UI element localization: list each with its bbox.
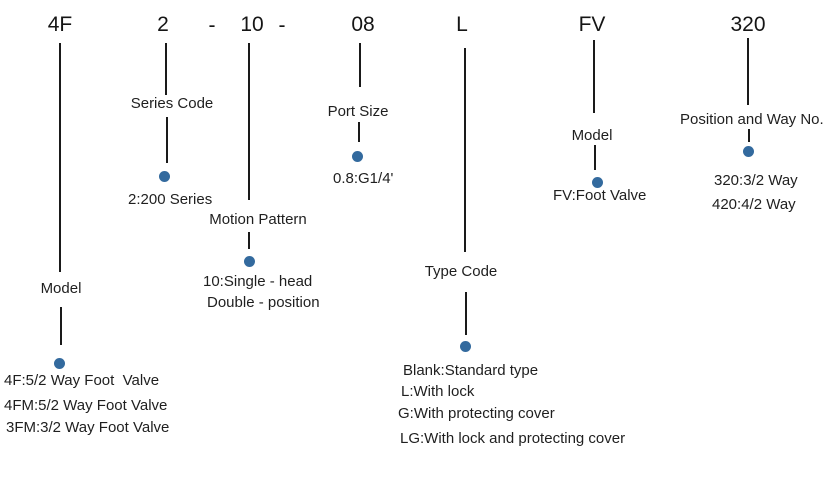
description-line: Blank:Standard type [403,362,539,379]
label-port-size: Port Size [327,103,389,120]
description-line: FV:Foot Valve [553,187,647,204]
code-2: 2 [157,13,169,36]
description-line: L:With lock [401,383,475,400]
connector-dot [460,341,471,352]
label-model-4f: Model [40,280,82,297]
description-line: 3FM:3/2 Way Foot Valve [6,419,170,436]
connector-line [166,117,168,163]
description-line: 320:3/2 Way [714,172,798,189]
code-l: L [456,13,468,36]
connector-line [593,40,595,113]
connector-line [248,43,250,200]
label-model-fv: Model [571,127,613,144]
code-4f: 4F [47,13,73,36]
connector-line [594,145,596,170]
connector-line [748,129,750,142]
connector-line [747,38,749,105]
connector-dot [54,358,65,369]
description-line: 4F:5/2 Way Foot Valve [4,372,160,389]
code-320: 320 [730,13,766,36]
description-line: LG:With lock and protecting cover [400,430,626,447]
code-fv: FV [578,13,606,36]
connector-dot [592,177,603,188]
connector-line [358,122,360,142]
description-line: G:With protecting cover [398,405,555,422]
connector-line [464,48,466,252]
connector-dot [244,256,255,267]
connector-line [59,43,61,272]
connector-line [359,43,361,87]
code-separator-dash: - [278,14,286,37]
connector-line [465,292,467,335]
description-line: 4FM:5/2 Way Foot Valve [4,397,168,414]
connector-dot [743,146,754,157]
label-motion-pattern: Motion Pattern [209,211,307,228]
code-separator-dash: - [208,14,216,37]
connector-dot [159,171,170,182]
code-08: 08 [351,13,375,36]
label-type-code: Type Code [424,263,498,280]
label-position-way: Position and Way No. [680,111,824,128]
description-line: 2:200 Series [128,191,213,208]
description-line: Double - position [207,294,320,311]
description-line: 0.8:G1/4' [333,170,394,187]
description-line: 420:4/2 Way [712,196,796,213]
connector-dot [352,151,363,162]
description-line: 10:Single - head [203,273,313,290]
connector-line [60,307,62,345]
code-10: 10 [240,13,264,36]
label-series-code: Series Code [130,95,214,112]
connector-line [248,232,250,249]
connector-line [165,43,167,95]
